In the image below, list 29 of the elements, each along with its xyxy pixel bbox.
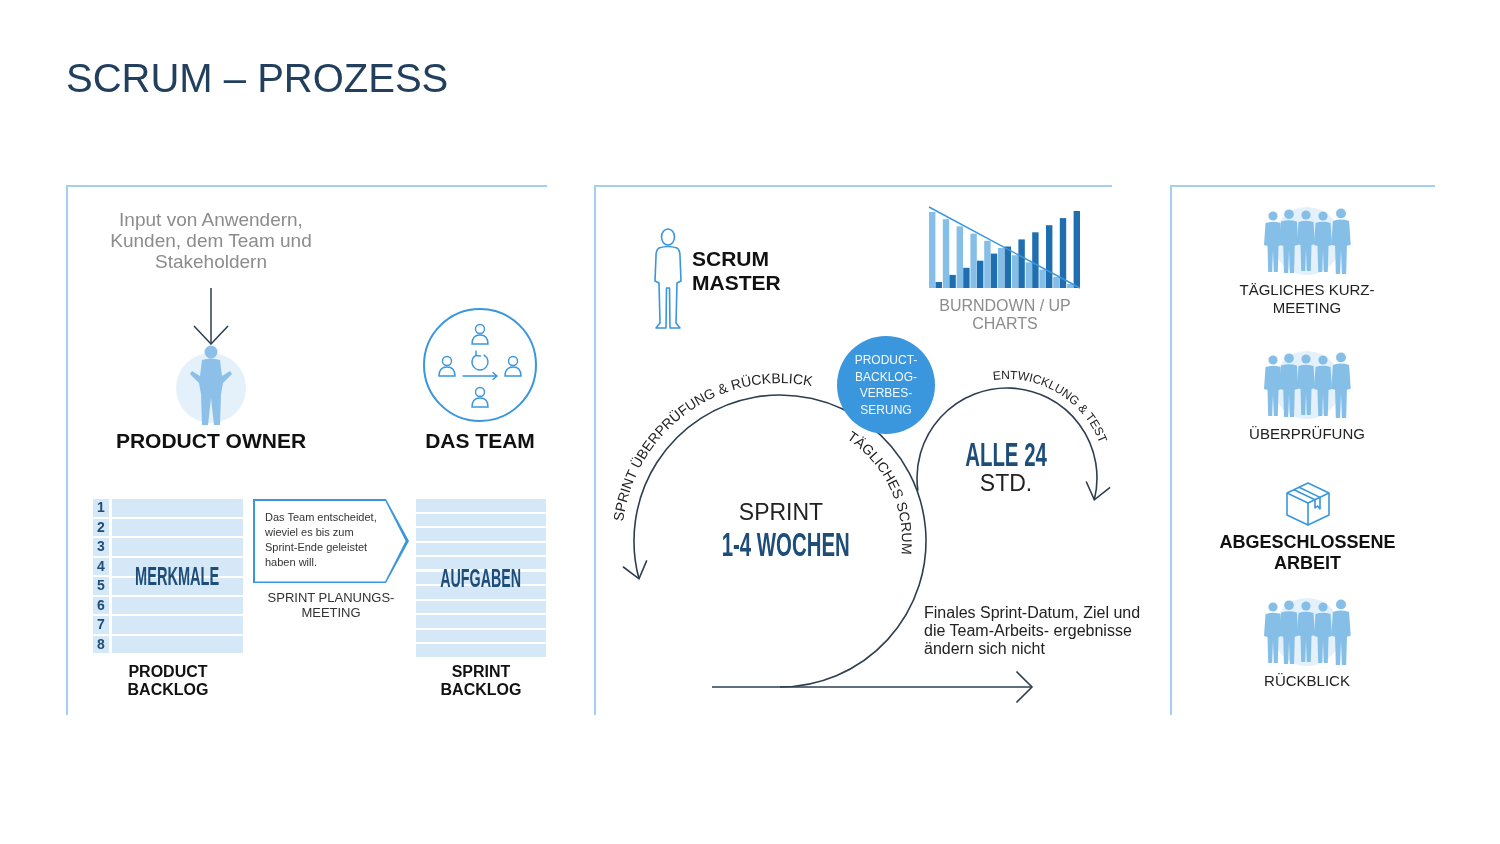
row-number: 1 [93, 499, 109, 517]
row-number: 3 [93, 538, 109, 556]
chart-caption: BURNDOWN / UP CHARTS [938, 297, 1072, 333]
duration-label: 1-4 WOCHEN [721, 525, 851, 563]
activity-label: RÜCKBLICK [1264, 672, 1350, 690]
meeting-label: SPRINT PLANUNGS- MEETING [266, 590, 396, 620]
role-label: SCRUM MASTER [692, 247, 782, 295]
row-number: 5 [93, 577, 109, 595]
row-number: 7 [93, 616, 109, 634]
note-text: Finales Sprint-Datum, Ziel und die Team-Arbeits- ergebnisse ändern sich nicht [924, 604, 1142, 658]
arrow [193, 287, 229, 345]
activity-label: ABGESCHLOSSENE ARBEIT [1218, 532, 1397, 574]
row-number: 6 [93, 596, 109, 614]
activity-label: ÜBERPRÜFUNG [1249, 425, 1365, 443]
sprint-label: SPRINT [738, 498, 824, 526]
input-note: Input von Anwendern, Kunden, dem Team und Stakeholdern [109, 209, 313, 272]
role-label: DAS TEAM [425, 428, 535, 454]
backlog-title: AUFGABEN [440, 562, 522, 593]
page-title: SCRUM – PROZESS [66, 55, 449, 102]
role-label: PRODUCT OWNER [115, 428, 307, 454]
row-number: 2 [93, 518, 109, 536]
row-number: 8 [93, 635, 109, 653]
backlog-label: PRODUCT BACKLOG [126, 663, 210, 699]
row-number: 4 [93, 557, 109, 575]
chevron-shape [253, 499, 409, 583]
planning-note: Das Team entscheidet, wieviel es bis zum Sprint-Ende geleistet haben will. [265, 510, 378, 570]
backlog-title: MERKMALE [135, 561, 220, 591]
backlog-label: SPRINT BACKLOG [439, 662, 523, 699]
activity-label: TÄGLICHES KURZ- MEETING [1238, 281, 1376, 317]
